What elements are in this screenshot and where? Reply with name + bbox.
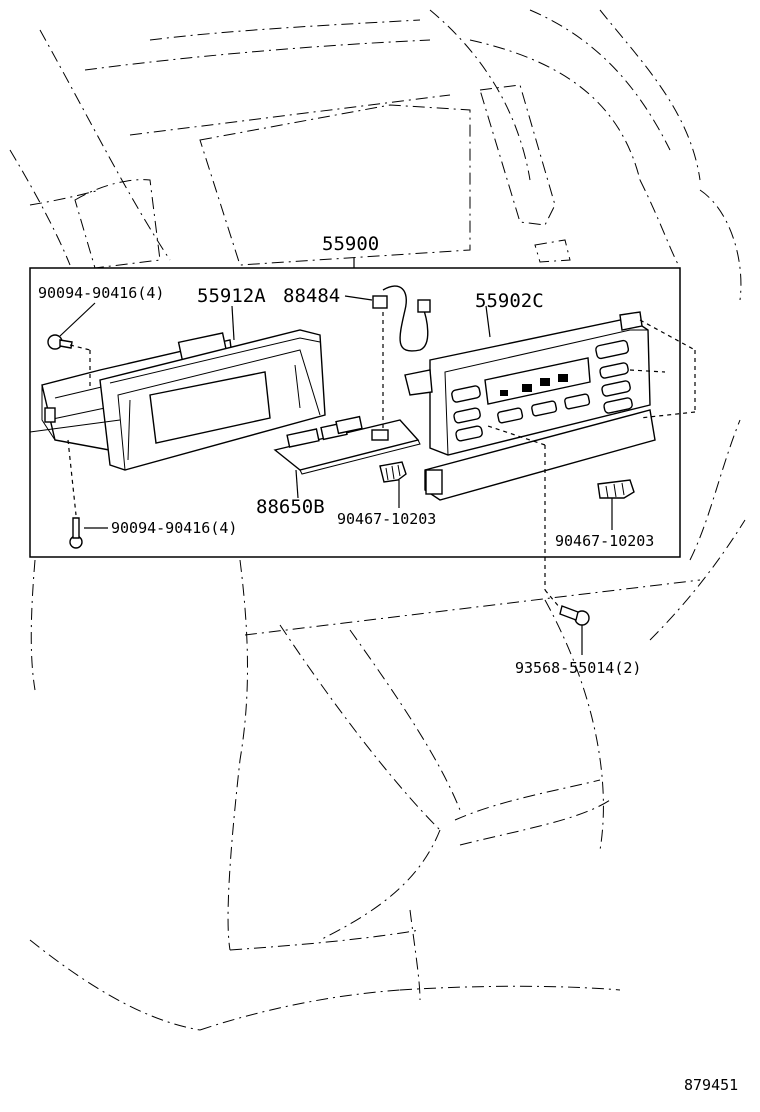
label-cable: 88484	[283, 285, 340, 307]
clip-center	[379, 461, 407, 483]
diagram-id: 879451	[684, 1076, 738, 1094]
screw	[544, 445, 590, 626]
bolt-top	[47, 334, 91, 388]
dashboard-outline	[9, 9, 746, 1031]
assembly-box	[29, 267, 681, 558]
label-board: 88650B	[256, 496, 325, 518]
label-clip-right: 90467-10203	[555, 532, 654, 550]
label-screw: 93568-55014(2)	[515, 659, 641, 677]
circuit-board	[273, 415, 421, 475]
control-panel	[404, 311, 656, 501]
leader-lines	[59, 295, 613, 655]
clip-right	[597, 479, 635, 499]
label-panel: 55902C	[475, 290, 544, 312]
alignment-lines	[484, 319, 696, 446]
bolt-bottom	[67, 439, 83, 549]
flex-cable	[372, 285, 431, 430]
label-bolt-bottom: 90094-90416(4)	[111, 519, 237, 537]
label-bolt-top: 90094-90416(4)	[38, 284, 164, 302]
label-assembly: 55900	[322, 233, 379, 255]
display-unit	[29, 329, 326, 471]
label-display: 55912A	[197, 285, 266, 307]
label-clip-center: 90467-10203	[337, 510, 436, 528]
